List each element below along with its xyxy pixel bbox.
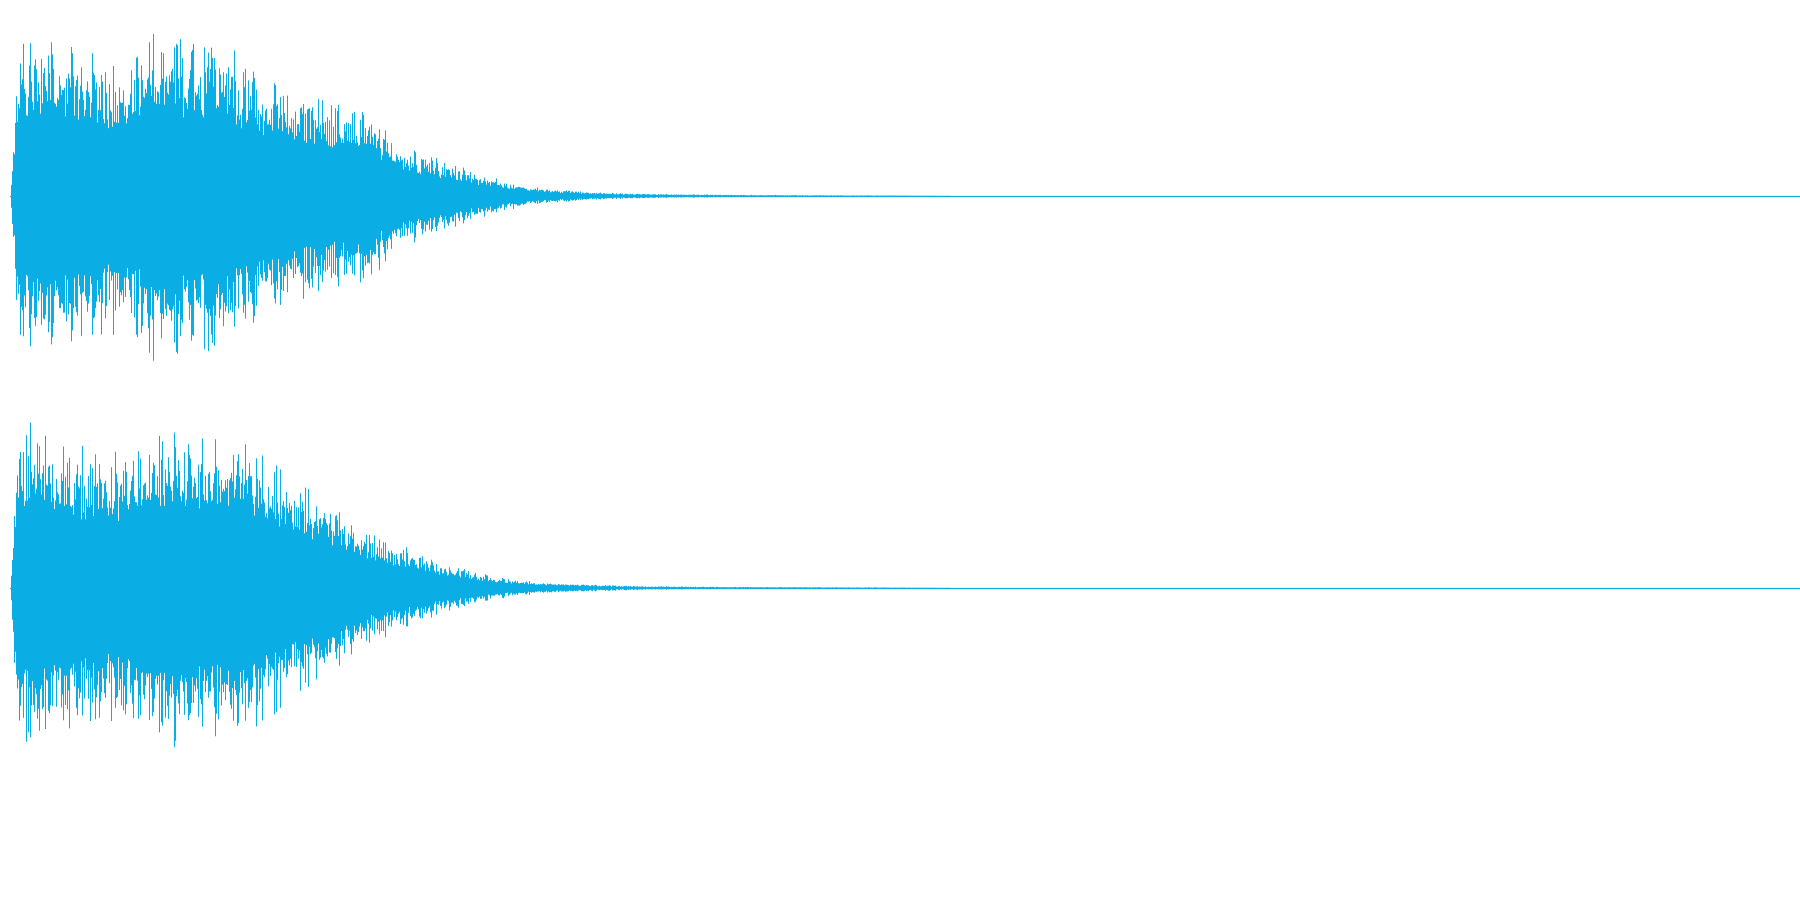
channel-1-waveform: [10, 33, 1800, 361]
channel-1-signal: [11, 33, 950, 361]
channel-2-waveform: [10, 422, 1800, 748]
channel-2-signal: [11, 422, 950, 748]
